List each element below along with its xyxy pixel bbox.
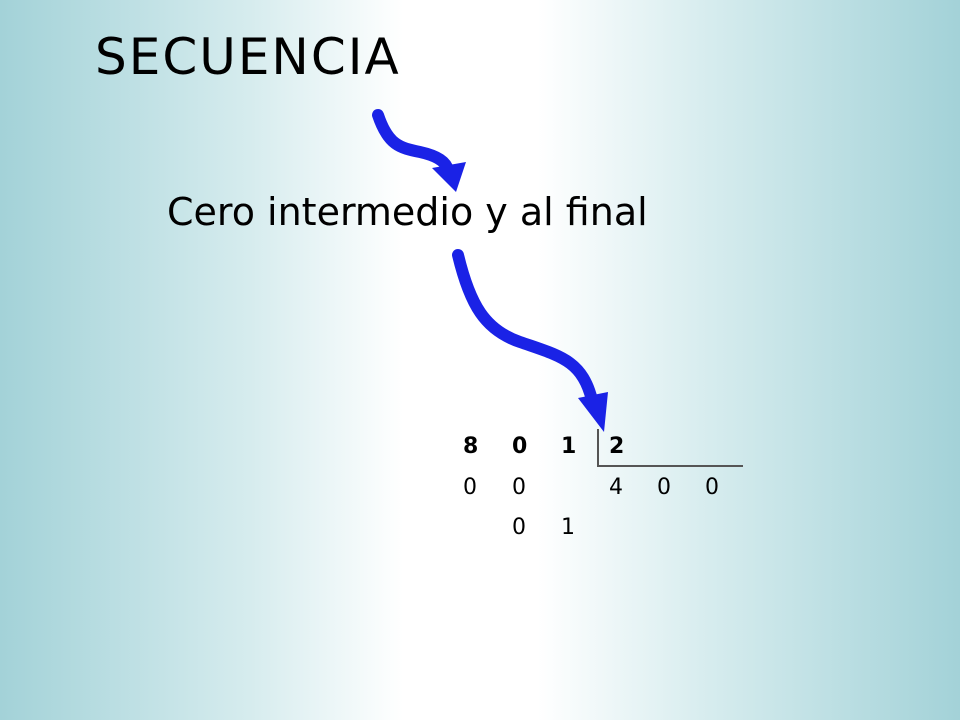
dividend-digit: 1 (561, 434, 577, 459)
arrowhead-1 (432, 162, 466, 192)
division-bracket-vertical (597, 429, 599, 466)
slide-title: SECUENCIA (95, 28, 401, 86)
remainder-digit: 0 (512, 515, 526, 540)
subtraction-digit: 0 (463, 475, 477, 500)
dividend-digit: 0 (512, 434, 528, 459)
arrow-subtitle-to-division (452, 249, 598, 406)
subtraction-digit: 0 (512, 475, 526, 500)
quotient-digit: 0 (705, 475, 719, 500)
slide-subtitle: Cero intermedio y al final (167, 190, 648, 234)
quotient-digit: 0 (657, 475, 671, 500)
dividend-digit: 8 (463, 434, 479, 459)
division-bracket-horizontal (597, 465, 743, 467)
quotient-digit: 4 (609, 475, 623, 500)
divisor: 2 (609, 434, 625, 459)
remainder-digit: 1 (561, 515, 575, 540)
arrow-title-to-subtitle (372, 109, 454, 176)
arrowhead-2 (578, 392, 608, 432)
